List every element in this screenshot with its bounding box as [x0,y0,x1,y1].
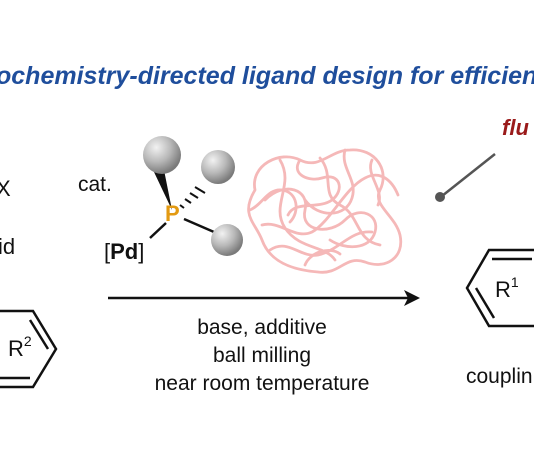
left-ring-label: R2 [8,333,32,361]
title: ochemistry-directed ligand design for ef… [0,62,534,90]
left-benzene-ring [0,309,58,389]
pointer-dot [435,192,445,202]
phosphorus-label: P [165,201,180,226]
palladium-label: [Pd] [104,239,144,264]
flu-label: flu [502,115,529,140]
catalyst-prefix: cat. [78,173,112,196]
reaction-arrow [108,290,420,306]
polymer-tangle [247,148,403,274]
condition-line-3: near room temperature [155,372,370,395]
phosphine-bonds [149,170,215,239]
ligand-sphere-lower [211,224,243,256]
condition-line-2: ball milling [213,344,311,367]
pointer-line [441,153,496,197]
right-ring-label: R1 [495,274,519,302]
condition-line-1: base, additive [197,316,327,339]
product-label: couplin [466,365,533,388]
ligand-sphere-upper-left [143,136,181,174]
reagent-left-mid: id [0,234,15,259]
reagent-left-top: X [0,176,11,201]
right-benzene-ring [465,248,534,328]
ligand-sphere-upper-right [201,150,235,184]
